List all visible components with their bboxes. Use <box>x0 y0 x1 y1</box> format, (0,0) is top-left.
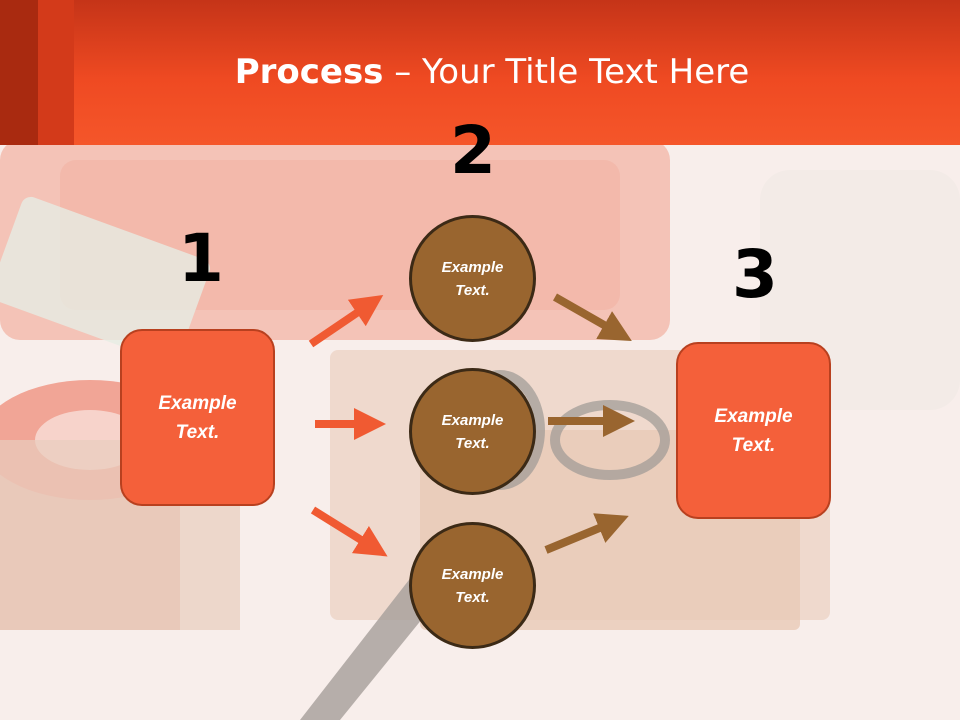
step-number-1: 1 <box>178 220 224 297</box>
title-rest: – Your Title Text Here <box>383 52 750 92</box>
arrow-top-to-box3 <box>553 293 632 341</box>
arrow-box1-to-bottom <box>310 506 388 557</box>
step-box-text: Example Text. <box>158 392 237 443</box>
circle-node-bottom: Example Text. <box>409 522 536 649</box>
step-number-3: 3 <box>732 236 778 313</box>
title-bold: Process <box>234 52 384 92</box>
arrow-box1-to-top <box>308 295 384 348</box>
step-box-1: Example Text. <box>120 329 275 506</box>
step-number-2: 2 <box>450 112 496 189</box>
header-accent-stripe <box>38 0 74 145</box>
circle-text: Example Text. <box>441 411 504 452</box>
circle-text: Example Text. <box>441 565 504 606</box>
step-box-text: Example Text. <box>714 405 793 456</box>
step-box-3: Example Text. <box>676 342 831 519</box>
header-band <box>0 0 960 145</box>
circle-node-middle: Example Text. <box>409 368 536 495</box>
circle-node-top: Example Text. <box>409 215 536 342</box>
arrow-bottom-to-box3 <box>544 513 629 554</box>
header-accent-stripe <box>0 0 38 145</box>
circle-text: Example Text. <box>441 258 504 299</box>
slide-title: Process – Your Title Text Here <box>0 52 960 92</box>
